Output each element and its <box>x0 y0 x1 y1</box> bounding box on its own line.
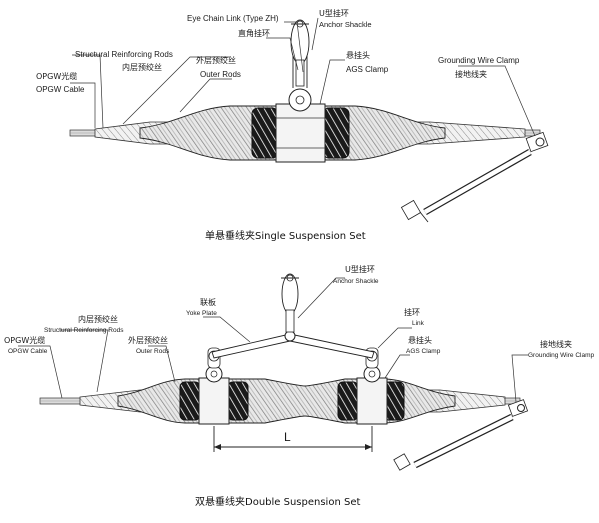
double-u-ring-label-cn: U型挂环 <box>345 264 375 274</box>
single-eye-chain-link-label: Eye Chain Link (Type ZH) <box>187 14 279 23</box>
single-rubber-insert-left <box>251 107 279 159</box>
double-grounding-clamp-label-cn: 接地线夹 <box>540 339 572 349</box>
double-grounding-clamp-label: Grounding Wire Clamp <box>528 352 594 359</box>
single-hanger-label-cn: 悬挂头 <box>346 50 370 60</box>
double-inner-rods-label-cn: 内层预绞丝 <box>78 314 118 324</box>
single-ags-clamp-label: AGS Clamp <box>346 65 389 74</box>
double-link-label-cn: 挂环 <box>404 307 420 317</box>
single-rubber-insert-right <box>322 107 350 159</box>
double-opgw-label-cn: OPGW光缆 <box>4 335 45 345</box>
double-rubber-insert-3 <box>337 381 359 421</box>
double-caption: 双悬垂线夹Double Suspension Set <box>195 495 360 508</box>
single-caption: 单悬垂线夹Single Suspension Set <box>205 229 366 242</box>
double-outer-rods-label-cn: 外层预绞丝 <box>128 335 168 345</box>
single-grounding-clamp <box>400 131 549 223</box>
single-right-angle-ring-label-cn: 直角挂环 <box>238 28 270 38</box>
double-rubber-insert-2 <box>227 381 249 421</box>
single-structural-rods-label: Structural Reinforcing Rods <box>75 50 173 59</box>
single-opgw-cable-label: OPGW Cable <box>36 85 85 94</box>
double-link-label: Link <box>412 320 425 327</box>
single-anchor-shackle-label: Anchor Shackle <box>319 20 372 29</box>
double-dimension-l: L <box>213 426 373 452</box>
double-outer-rods-label: Outer Rods <box>136 348 170 355</box>
double-structural-rods-label: Structural Reinforcing Rods <box>44 327 124 334</box>
double-suspension-set: L U型挂环 Anchor Shackle 联板 Yoke Plate 内层预绞… <box>4 264 594 508</box>
single-outer-rods-label: Outer Rods <box>200 70 241 79</box>
double-opgw-cable-label: OPGW Cable <box>8 348 48 355</box>
single-anchor-shackle <box>290 19 310 88</box>
single-grounding-clamp-label: Grounding Wire Clamp <box>438 56 520 65</box>
double-yoke-label-cn: 联板 <box>200 297 216 307</box>
single-grounding-clamp-label-cn: 接地线夹 <box>455 69 487 79</box>
double-ags-clamp-label: AGS Clamp <box>406 348 441 355</box>
single-suspension-set: Eye Chain Link (Type ZH) U型挂环 Anchor Sha… <box>36 8 549 242</box>
double-dimension-label: L <box>284 430 291 444</box>
single-ags-clamp <box>275 88 326 163</box>
double-ags-clamp-right <box>356 347 388 425</box>
single-opgw-label-cn: OPGW光缆 <box>36 71 77 81</box>
double-rubber-insert-1 <box>179 381 201 421</box>
double-yoke-plate-label: Yoke Plate <box>186 310 217 317</box>
double-yoke-plate <box>211 330 375 359</box>
single-inner-rods-label-cn: 内层预绞丝 <box>122 62 162 72</box>
double-grounding-clamp <box>393 399 529 471</box>
single-u-ring-label-cn: U型挂环 <box>319 8 349 18</box>
single-outer-rods-label-cn: 外层预绞丝 <box>196 55 236 65</box>
double-anchor-shackle <box>281 273 299 333</box>
double-hanger-label-cn: 悬挂头 <box>408 335 432 345</box>
double-anchor-shackle-label: Anchor Shackle <box>333 278 379 285</box>
double-ags-clamp-left <box>198 347 230 425</box>
